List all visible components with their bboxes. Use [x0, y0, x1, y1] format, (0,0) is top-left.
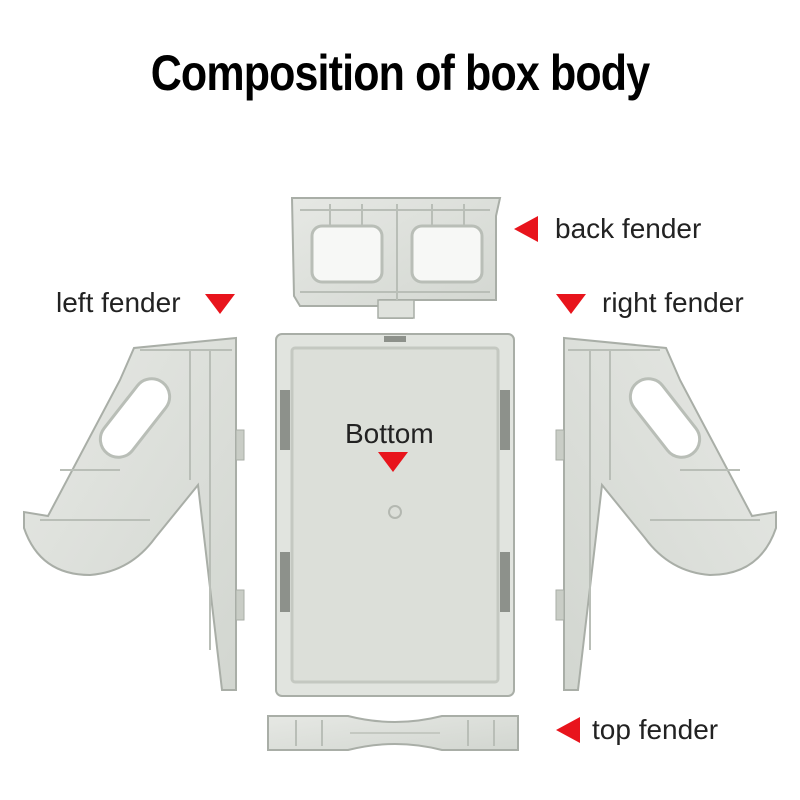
- back-fender-marker-icon: [514, 216, 538, 242]
- top-fender-part: [267, 715, 519, 751]
- back-fender-label: back fender: [555, 213, 702, 244]
- bottom-part: [275, 333, 515, 697]
- page-title: Composition of box body: [150, 45, 650, 101]
- left-fender-label: left fender: [56, 287, 181, 318]
- bottom-label: Bottom: [345, 418, 434, 449]
- left-fender-marker-icon: [205, 294, 235, 314]
- right-fender-label: right fender: [602, 287, 744, 318]
- left-fender-part: [23, 336, 245, 691]
- right-fender-part: [555, 336, 777, 691]
- bottom-marker-icon: [378, 452, 408, 472]
- top-fender-label: top fender: [592, 714, 719, 745]
- back-fender-part: [290, 197, 502, 319]
- right-fender-marker-icon: [556, 294, 586, 314]
- top-fender-marker-icon: [556, 717, 580, 743]
